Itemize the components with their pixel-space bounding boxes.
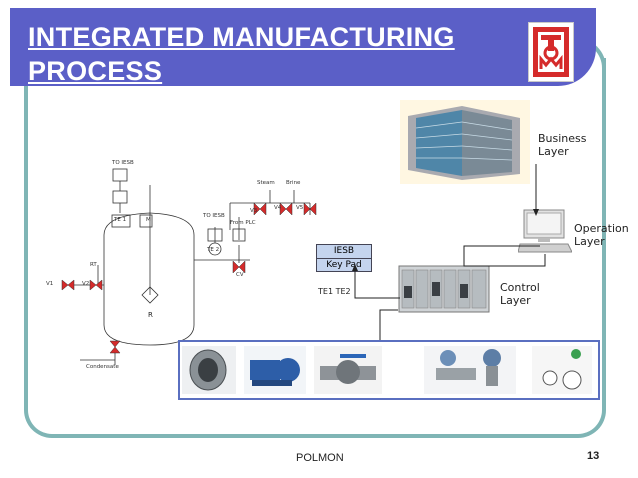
control-layer-label: Control Layer [500,281,540,307]
process-flow-diagram [61,168,317,365]
field-devices-strip [178,340,600,400]
to-iesb-label-2: TO IESB [203,213,225,219]
logo-icon [528,22,574,82]
cv-label: CV [236,272,244,278]
iesb-label: IESB [317,245,371,259]
operation-label-1: Operation [574,222,629,235]
ball-valve-icon [314,346,382,394]
te2-label: TE 2 [207,247,220,253]
brine-label: Brine [286,180,301,186]
slide-frame [24,58,606,438]
iesb-keypad-box: IESB Key Pad [316,244,372,272]
control-label-2: Layer [500,294,531,307]
check-valve-icon [182,346,236,394]
reactor-label: R [148,311,153,319]
from-plc-label: From PLC [230,220,256,226]
v2-label: V2 [82,281,90,287]
control-label-1: Control [500,281,540,294]
computer-workstation-icon [517,208,573,254]
pump-icon [244,346,306,394]
slide-title: INTEGRATED MANUFACTURING PROCESS [28,20,455,88]
condensate-label: Condensate [86,364,119,370]
motor-label: M [146,217,151,223]
title-line-2: PROCESS [28,56,163,86]
v1-label: V1 [46,281,54,287]
business-label-1: Business [538,132,587,145]
operation-layer-label: Operation Layer [574,222,629,248]
te1-label: TE 1 [114,217,127,223]
title-line-1: INTEGRATED MANUFACTURING [28,22,455,52]
keypad-label: Key Pad [326,260,362,270]
sensor-labels: TE1 TE2 [318,287,351,296]
plc-rack-icon [398,262,490,314]
footer-text: POLMON [296,452,344,464]
to-iesb-label-1: TO IESB [112,160,134,166]
title-bar: INTEGRATED MANUFACTURING PROCESS [10,8,596,86]
operation-label-2: Layer [574,235,605,248]
v4-label: V4 [274,205,282,211]
v5-label: V5 [296,205,304,211]
business-layer-label: Business Layer [538,132,587,158]
v3-label: V3 [250,208,258,214]
gauge-icon [532,346,592,394]
rt-label: RT [90,262,97,268]
business-label-2: Layer [538,145,569,158]
page-number: 13 [587,450,600,462]
steam-label: Steam [257,180,275,186]
transmitter-icon [424,346,516,394]
office-building-icon [400,100,530,184]
